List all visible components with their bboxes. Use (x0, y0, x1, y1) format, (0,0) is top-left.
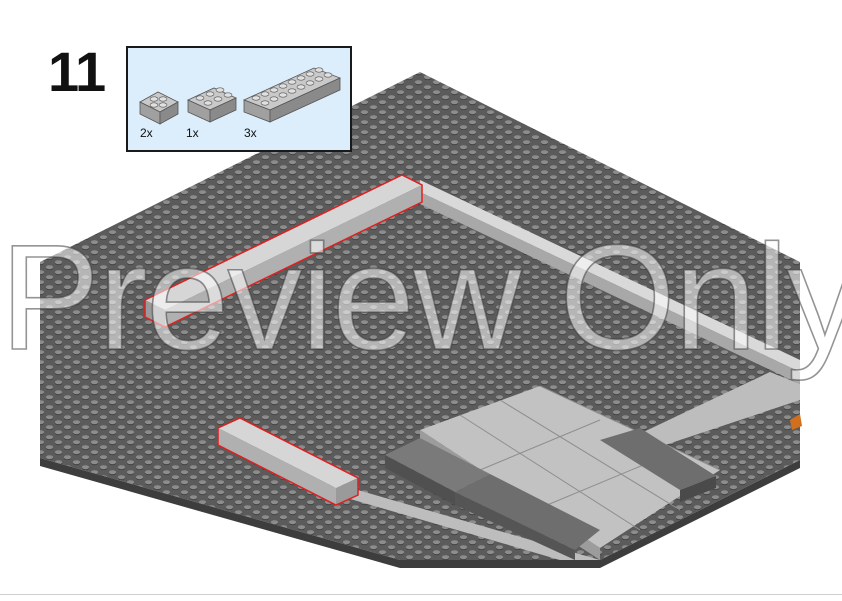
step-number: 11 (48, 40, 106, 103)
brick-2x3-icon (187, 87, 237, 123)
brick-2x8-icon (242, 67, 342, 123)
new-brick-upper (144, 174, 423, 328)
part-qty-2x8: 3x (244, 126, 257, 140)
part-qty-2x3: 1x (186, 126, 199, 140)
dark-plates (385, 428, 716, 560)
parts-illustration (139, 67, 342, 125)
new-brick-lower (217, 417, 359, 506)
page-divider (0, 594, 842, 595)
brick-2x2-icon (139, 91, 179, 125)
parts-callout: 2x 1x 3x (126, 46, 352, 152)
orange-piece (790, 414, 802, 430)
part-qty-2x2: 2x (140, 126, 153, 140)
